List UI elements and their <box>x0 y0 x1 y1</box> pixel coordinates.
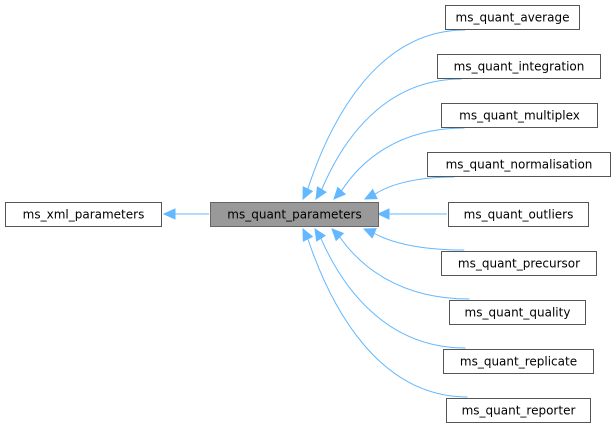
class-label: ms_quant_parameters <box>227 208 361 222</box>
class-node-ms_quant_outliers[interactable]: ms_quant_outliers <box>448 202 589 227</box>
class-box <box>443 349 594 374</box>
class-node-ms_quant_parameters[interactable]: ms_quant_parameters <box>210 202 379 227</box>
class-box <box>441 251 597 276</box>
class-node-ms_quant_replicate[interactable]: ms_quant_replicate <box>443 349 594 374</box>
class-label: ms_quant_normalisation <box>446 158 593 172</box>
inheritance-arrowhead-ms_quant_replicate <box>314 227 327 242</box>
class-label: ms_quant_reporter <box>462 404 576 418</box>
class-node-ms_quant_average[interactable]: ms_quant_average <box>445 5 580 30</box>
inheritance-edge-ms_quant_reporter <box>307 238 468 398</box>
inheritance-edge-ms_quant_multiplex <box>341 127 465 192</box>
inheritance-edge-ms_quant_quality <box>339 236 470 300</box>
class-node-ms_quant_quality[interactable]: ms_quant_quality <box>449 300 586 325</box>
class-node-ms_quant_precursor[interactable]: ms_quant_precursor <box>441 251 597 276</box>
class-label: ms_quant_precursor <box>458 257 580 271</box>
class-node-ms_quant_multiplex[interactable]: ms_quant_multiplex <box>441 103 598 128</box>
class-box <box>449 300 586 325</box>
class-node-ms_quant_reporter[interactable]: ms_quant_reporter <box>446 398 591 423</box>
class-box <box>5 202 162 227</box>
class-label: ms_quant_outliers <box>464 208 574 222</box>
edges <box>162 29 470 398</box>
class-node-ms_quant_normalisation[interactable]: ms_quant_normalisation <box>427 152 611 177</box>
nodes: ms_xml_parameters ms_quant_parameters ms_q… <box>5 5 611 423</box>
class-box <box>446 398 591 423</box>
class-box <box>210 202 379 227</box>
class-label: ms_quant_average <box>456 11 570 25</box>
inheritance-edge-ms_quant_average <box>307 29 466 190</box>
class-node-ms_quant_integration[interactable]: ms_quant_integration <box>437 54 601 79</box>
inheritance-arrowhead-ms_quant_integration <box>315 186 327 201</box>
class-label: ms_xml_parameters <box>23 208 145 222</box>
inheritance-arrowhead-ms_quant_outliers <box>376 208 390 220</box>
class-node-ms_xml_parameters[interactable]: ms_xml_parameters <box>5 202 162 227</box>
class-box <box>445 5 580 30</box>
inheritance-edge-ms_quant_precursor <box>373 232 465 251</box>
class-box <box>437 54 601 79</box>
class-label: ms_quant_quality <box>465 306 571 320</box>
inheritance-edge-ms_quant_replicate <box>320 238 466 349</box>
class-label: ms_quant_replicate <box>460 355 577 369</box>
inheritance-arrowhead-ms_quant_multiplex <box>333 186 347 200</box>
class-box <box>441 103 598 128</box>
inheritance-edge-ms_quant_normalisation <box>374 176 455 195</box>
class-label: ms_quant_multiplex <box>459 109 580 123</box>
inheritance-edge-ms_quant_integration <box>321 78 462 190</box>
inheritance-arrowhead-ms_quant_precursor <box>362 228 377 239</box>
class-box <box>427 152 611 177</box>
inheritance-arrowhead-base <box>162 208 176 220</box>
class-label: ms_quant_integration <box>454 60 585 74</box>
class-box <box>448 202 589 227</box>
